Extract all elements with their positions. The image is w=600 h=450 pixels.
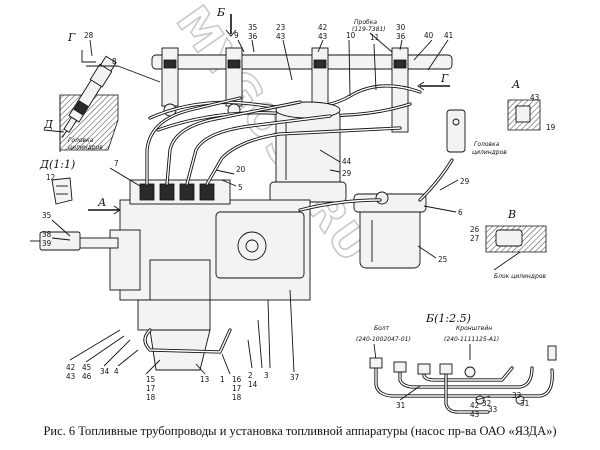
svg-text:Д(1:1): Д(1:1) xyxy=(39,158,75,171)
view-b-pipe-bundle: Б(1:2.5) Болт (240-1002047-01) Кронштейн… xyxy=(356,312,557,414)
callout-17: 17 xyxy=(146,384,155,393)
callout-36b: 36 xyxy=(396,32,406,41)
injector-rail: Б Г Пробка (119-7381) xyxy=(148,6,453,133)
callout-29: 29 xyxy=(342,169,352,178)
injection-pump: А xyxy=(30,96,454,371)
svg-text:Г: Г xyxy=(67,31,76,44)
callout-6: 6 xyxy=(458,208,463,217)
svg-text:Б: Б xyxy=(216,6,225,19)
callout-8: 8 xyxy=(112,57,117,66)
callout-23: 23 xyxy=(276,23,285,32)
callout-numbers: 28 8 9 35 36 23 43 42 43 10 11 30 36 40 … xyxy=(42,23,529,419)
svg-text:(240-1002047-01): (240-1002047-01) xyxy=(356,336,411,343)
callout-32: 32 xyxy=(482,399,491,408)
callout-15: 15 xyxy=(146,375,155,384)
fuel-filter xyxy=(269,101,347,203)
svg-text:19: 19 xyxy=(546,123,556,132)
svg-text:Б(1:2.5): Б(1:2.5) xyxy=(425,312,471,325)
callout-9: 9 xyxy=(234,31,239,40)
svg-text:Пробка: Пробка xyxy=(354,19,377,26)
callout-16: 16 xyxy=(232,375,242,384)
callout-44: 44 xyxy=(342,157,352,166)
callout-33b: 33 xyxy=(512,391,521,400)
callout-13: 13 xyxy=(200,375,209,384)
view-a-detail: А 43 19 xyxy=(507,78,556,132)
callout-38: 38 xyxy=(42,230,52,239)
callout-42c: 42 xyxy=(470,401,479,410)
callout-2: 2 xyxy=(248,371,253,380)
callout-14: 14 xyxy=(248,380,258,389)
callout-7: 7 xyxy=(114,159,119,168)
callout-35b: 35 xyxy=(42,211,51,220)
svg-text:Кронштейн: Кронштейн xyxy=(456,325,492,332)
callout-43b: 43 xyxy=(318,32,327,41)
callout-31: 31 xyxy=(396,401,405,410)
svg-text:43: 43 xyxy=(530,93,539,102)
view-g-injector-detail: Г Головка цилиндров Д xyxy=(43,31,119,152)
callout-1: 1 xyxy=(220,375,225,384)
callout-5: 5 xyxy=(238,183,243,192)
callout-11: 11 xyxy=(370,33,379,42)
callout-4: 4 xyxy=(114,367,119,376)
view-v-detail: В 26 27 Блок цилиндров xyxy=(470,208,546,280)
callout-18b: 18 xyxy=(232,393,242,402)
callout-12: 12 xyxy=(46,173,55,182)
callout-41: 41 xyxy=(444,31,453,40)
callout-39: 39 xyxy=(42,239,52,248)
callout-46: 46 xyxy=(82,372,92,381)
callout-30: 30 xyxy=(396,23,406,32)
callout-37: 37 xyxy=(290,373,299,382)
callout-18: 18 xyxy=(146,393,156,402)
svg-text:Г: Г xyxy=(440,72,449,85)
callout-43: 43 xyxy=(276,32,285,41)
callout-36: 36 xyxy=(248,32,258,41)
svg-text:Головка: Головка xyxy=(68,137,94,144)
svg-text:Головка: Головка xyxy=(474,141,500,148)
svg-text:27: 27 xyxy=(470,234,479,243)
callout-17b: 17 xyxy=(232,384,241,393)
callout-3: 3 xyxy=(264,371,269,380)
svg-text:(119-7381): (119-7381) xyxy=(352,26,386,33)
view-d-detail: Д(1:1) xyxy=(39,158,75,205)
callout-40: 40 xyxy=(424,31,434,40)
callout-28: 28 xyxy=(84,31,94,40)
callout-29b: 29 xyxy=(460,177,470,186)
svg-text:Д: Д xyxy=(43,118,54,131)
svg-text:Блок цилиндров: Блок цилиндров xyxy=(494,273,546,280)
right-injector: Головка цилиндров xyxy=(446,109,507,156)
callout-10: 10 xyxy=(346,31,356,40)
callout-20: 20 xyxy=(236,165,246,174)
callout-35: 35 xyxy=(248,23,257,32)
svg-text:(240-1111125-А1): (240-1111125-А1) xyxy=(444,336,499,343)
figure-caption: Рис. 6 Топливные трубопроводы и установк… xyxy=(43,424,557,438)
svg-text:А: А xyxy=(511,78,520,91)
callout-33: 33 xyxy=(488,405,497,414)
callout-42: 42 xyxy=(318,23,327,32)
svg-text:Болт: Болт xyxy=(374,325,390,332)
callout-45: 45 xyxy=(82,363,91,372)
svg-text:26: 26 xyxy=(470,225,480,234)
callout-42b: 42 xyxy=(66,363,75,372)
leader-lines xyxy=(51,39,491,401)
callout-31b: 31 xyxy=(520,399,529,408)
callout-43e: 43 xyxy=(470,410,479,419)
callout-43d: 43 xyxy=(66,372,75,381)
svg-text:В: В xyxy=(507,208,516,221)
callout-25: 25 xyxy=(438,255,447,264)
svg-text:цилиндров: цилиндров xyxy=(472,149,507,156)
svg-text:А: А xyxy=(97,196,106,209)
callout-34: 34 xyxy=(100,367,110,376)
svg-text:цилиндров: цилиндров xyxy=(68,144,103,151)
fine-filter xyxy=(353,191,427,269)
